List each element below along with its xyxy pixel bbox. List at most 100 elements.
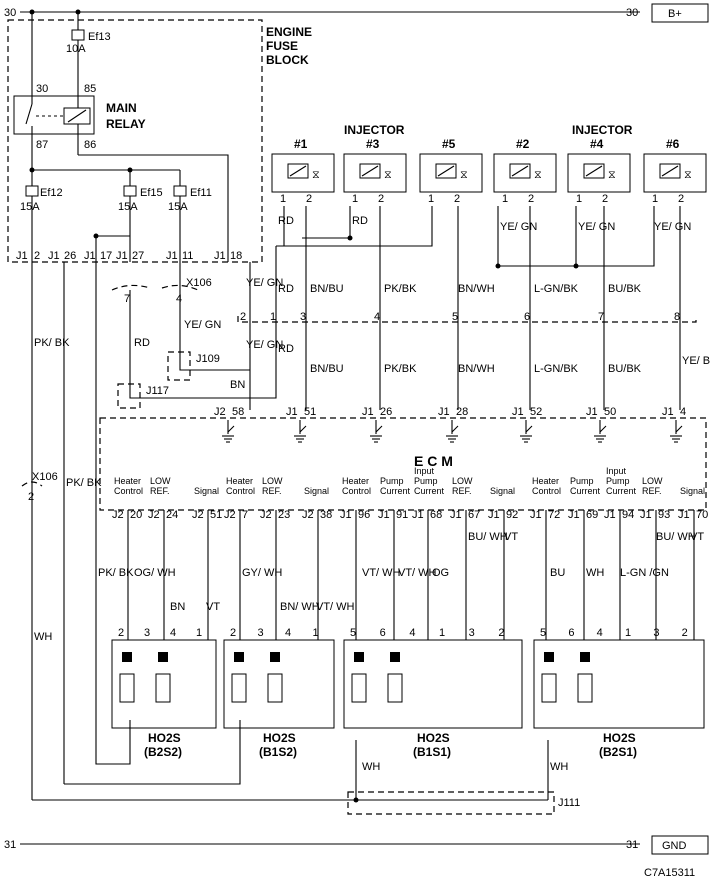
main-relay-title-1: MAIN [106,101,137,115]
harness-wire-labels-upper: YE/ GN RD BN/BU PK/BK BN/WH L-GN/BK BU/B… [246,277,642,295]
svg-text:Signal: Signal [304,486,329,496]
svg-text:1: 1 [439,627,445,639]
harness-connector [237,316,697,323]
fuse-block-terminals: J1 2 J1 26 J1 17 J1 27 J1 11 J1 18 [16,250,242,262]
injector-valve-icon: ⧖ [312,169,320,181]
svg-text:RD: RD [278,343,294,355]
terminal-icon [122,652,132,662]
svg-text:23: 23 [278,509,290,521]
svg-text:VT: VT [690,531,704,543]
fuse-ef12-name: Ef12 [40,187,63,199]
svg-text:BN/BU: BN/BU [310,363,344,375]
svg-text:68: 68 [430,509,442,521]
rail-bottom-left-label: 31 [4,839,16,851]
pk-bk-wire-label-1: PK/ BK [34,337,70,349]
svg-text:J2: J2 [148,509,160,521]
sensor-bank: (B1S1) [413,745,451,759]
svg-text:2: 2 [378,193,384,205]
injector-valve-icon: ⧖ [608,169,616,181]
svg-text:4: 4 [680,406,686,418]
rail-top-right-label: 30 [626,7,638,19]
svg-text:WH: WH [586,567,604,579]
svg-text:Current: Current [414,486,445,496]
svg-text:96: 96 [358,509,370,521]
sensor-name: HO2S [603,731,636,745]
injector-valve-icon: ⧖ [684,169,692,181]
switch-icon [451,425,459,433]
svg-text:3: 3 [653,627,659,639]
svg-text:Pump: Pump [414,476,438,486]
svg-text:J1: J1 [640,509,652,521]
switch-icon [227,425,235,433]
svg-text:Pump: Pump [380,476,404,486]
sensor-bank: (B1S2) [259,745,297,759]
svg-text:1: 1 [196,627,202,639]
svg-text:J1: J1 [412,509,424,521]
sensor-name: HO2S [148,731,181,745]
svg-text:Current: Current [606,486,637,496]
j111-splice [347,791,555,815]
svg-text:26: 26 [64,250,76,262]
sensor-name: HO2S [417,731,450,745]
heater-icon [351,673,367,703]
svg-text:J1: J1 [340,509,352,521]
relay-coil-icon [63,107,91,125]
heater-icon [119,673,135,703]
injector-label: #1 [294,137,308,151]
rail-top-left-label: 30 [4,7,16,19]
svg-text:LOW: LOW [150,476,171,486]
svg-text:51: 51 [210,509,222,521]
svg-text:J2: J2 [192,509,204,521]
svg-text:3: 3 [300,311,306,323]
svg-text:Pump: Pump [606,476,630,486]
svg-text:2: 2 [602,193,608,205]
svg-text:70: 70 [696,509,708,521]
svg-text:Signal: Signal [490,486,515,496]
switch-icon [375,425,383,433]
x106-bottom-label: X106 [32,471,58,483]
relay-switch-icon [25,103,33,125]
svg-text:5: 5 [540,627,546,639]
svg-text:REF.: REF. [150,486,170,496]
fuse-ef11-name: Ef11 [190,187,212,199]
svg-text:VT: VT [504,531,518,543]
injector1-wire: RD [278,215,294,227]
svg-text:8: 8 [674,311,680,323]
switch-icon [525,425,533,433]
svg-text:J1: J1 [586,406,598,418]
svg-text:J2: J2 [112,509,124,521]
svg-text:4: 4 [285,627,291,639]
svg-text:J1: J1 [530,509,542,521]
svg-text:L-GN/BK: L-GN/BK [534,283,579,295]
svg-text:2: 2 [230,627,236,639]
ecm-outline [99,417,707,511]
heater-icon [231,673,247,703]
svg-text:5: 5 [350,627,356,639]
svg-text:2: 2 [28,491,34,503]
fuse-ef13-rating: 10A [66,43,86,55]
injector-box [567,153,631,193]
switch-icon [299,425,307,433]
fuse-ef12-icon [25,185,39,197]
svg-text:3: 3 [258,627,264,639]
svg-text:J1: J1 [450,509,462,521]
j109-splice [167,351,191,381]
svg-text:L-GN /GN: L-GN /GN [620,567,669,579]
svg-text:BU/BK: BU/BK [608,283,642,295]
injector-coil-icon [435,163,457,179]
svg-text:VT/ WH: VT/ WH [362,567,401,579]
svg-text:Control: Control [532,486,561,496]
svg-text:3: 3 [469,627,475,639]
